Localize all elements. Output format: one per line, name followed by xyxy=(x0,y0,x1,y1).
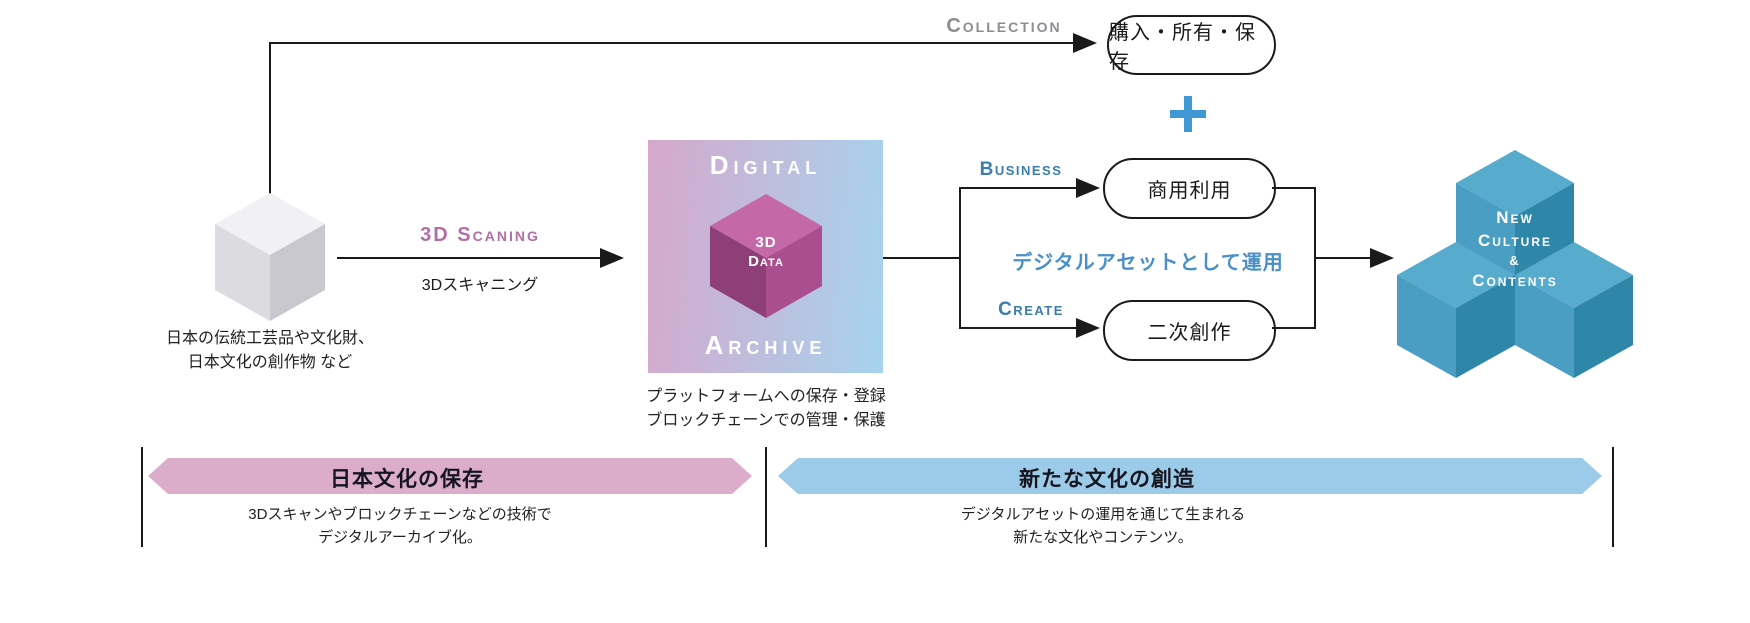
plus-vertical-bar xyxy=(1184,96,1192,132)
preserve-banner-caption: 3Dスキャンやブロックチェーンなどの技術で デジタルアーカイブ化。 xyxy=(230,503,570,549)
create-caption-line1: デジタルアセットの運用を通じて生まれる xyxy=(960,506,1246,523)
outcome-arrow-line xyxy=(1314,257,1370,259)
right-divider-line xyxy=(1612,447,1614,547)
outcome-label: New Culture & Contents xyxy=(1435,206,1595,292)
source-caption-line2: 日本文化の創作物 など xyxy=(187,354,353,371)
left-divider-line xyxy=(141,447,143,547)
arrowhead-right-icon xyxy=(1076,178,1100,198)
create-pill: 二次創作 xyxy=(1103,300,1276,361)
archive-cube-icon xyxy=(710,194,822,318)
arrowhead-right-icon xyxy=(1370,248,1394,268)
archive-caption-line1: プラットフォームへの保存・登録 xyxy=(646,388,886,405)
cube-right-face xyxy=(270,224,325,321)
outcome-label-line1: New xyxy=(1496,208,1534,227)
archive-caption-line2: ブロックチェーンでの管理・保護 xyxy=(646,412,886,429)
outcome-label-line4: Contents xyxy=(1472,271,1558,290)
create-banner-caption: デジタルアセットの運用を通じて生まれる 新たな文化やコンテンツ。 xyxy=(933,503,1273,549)
archive-title-bottom: Archive xyxy=(704,330,827,360)
archive-cube-label: 3D Data xyxy=(716,233,816,271)
business-pill: 商用利用 xyxy=(1103,158,1276,219)
cube-left-face xyxy=(1397,275,1456,378)
create-banner-title: 新たな文化の創造 xyxy=(1019,468,1195,491)
collection-label: Collection xyxy=(946,15,1062,37)
archive-cube-label-line2: Data xyxy=(748,253,784,270)
outcome-label-line3: & xyxy=(1509,253,1521,268)
create-caption-line2: 新たな文化やコンテンツ。 xyxy=(1013,529,1193,546)
cube-left-face xyxy=(710,226,766,318)
cube-left-face xyxy=(215,224,270,321)
branch-vertical-line xyxy=(959,187,961,329)
archive-caption: プラットフォームへの保存・登録 ブロックチェーンでの管理・保護 xyxy=(616,385,916,433)
preserve-caption-line2: デジタルアーカイブ化。 xyxy=(318,529,482,546)
archive-title-top: Digital xyxy=(709,150,822,180)
business-label: Business xyxy=(979,159,1063,180)
preserve-banner-title: 日本文化の保存 xyxy=(330,468,484,491)
arrowhead-right-icon xyxy=(1073,33,1097,53)
cube-right-face xyxy=(1456,275,1515,378)
merge-top-line xyxy=(1272,187,1316,189)
collection-connector-line xyxy=(269,42,1073,44)
arrowhead-right-icon xyxy=(1076,318,1100,338)
source-up-connector-line xyxy=(269,42,271,195)
source-caption-line1: 日本の伝統工芸品や文化財、 xyxy=(165,330,374,347)
cube-right-face xyxy=(1574,275,1633,378)
create-label: Create xyxy=(998,299,1064,320)
cube-right-face xyxy=(766,226,822,318)
create-arrow-line xyxy=(959,327,1076,329)
archive-cube-label-line1: 3D xyxy=(755,234,777,251)
scan-label-en: 3D Scaning xyxy=(420,224,540,246)
scan-arrow-line xyxy=(337,257,600,259)
scan-label-jp: 3Dスキャニング xyxy=(421,277,539,294)
box-to-branch-line xyxy=(883,257,960,259)
arrowhead-right-icon xyxy=(600,248,624,268)
source-cube-icon xyxy=(215,193,325,321)
merge-bottom-line xyxy=(1272,327,1316,329)
source-caption: 日本の伝統工芸品や文化財、 日本文化の創作物 など xyxy=(120,327,420,375)
create-banner xyxy=(778,458,1602,494)
outcome-label-line2: Culture xyxy=(1477,231,1553,250)
business-arrow-line xyxy=(959,187,1076,189)
asset-note: デジタルアセットとして運用 xyxy=(1012,252,1284,274)
preserve-caption-line1: 3Dスキャンやブロックチェーンなどの技術で xyxy=(248,506,552,523)
plus-icon xyxy=(1170,96,1206,132)
collection-pill: 購入・所有・保存 xyxy=(1107,15,1276,75)
cube-left-face xyxy=(1515,275,1574,378)
preserve-banner xyxy=(148,458,752,494)
outcome-cubes-icon xyxy=(1397,150,1633,378)
middle-divider-line xyxy=(765,447,767,547)
